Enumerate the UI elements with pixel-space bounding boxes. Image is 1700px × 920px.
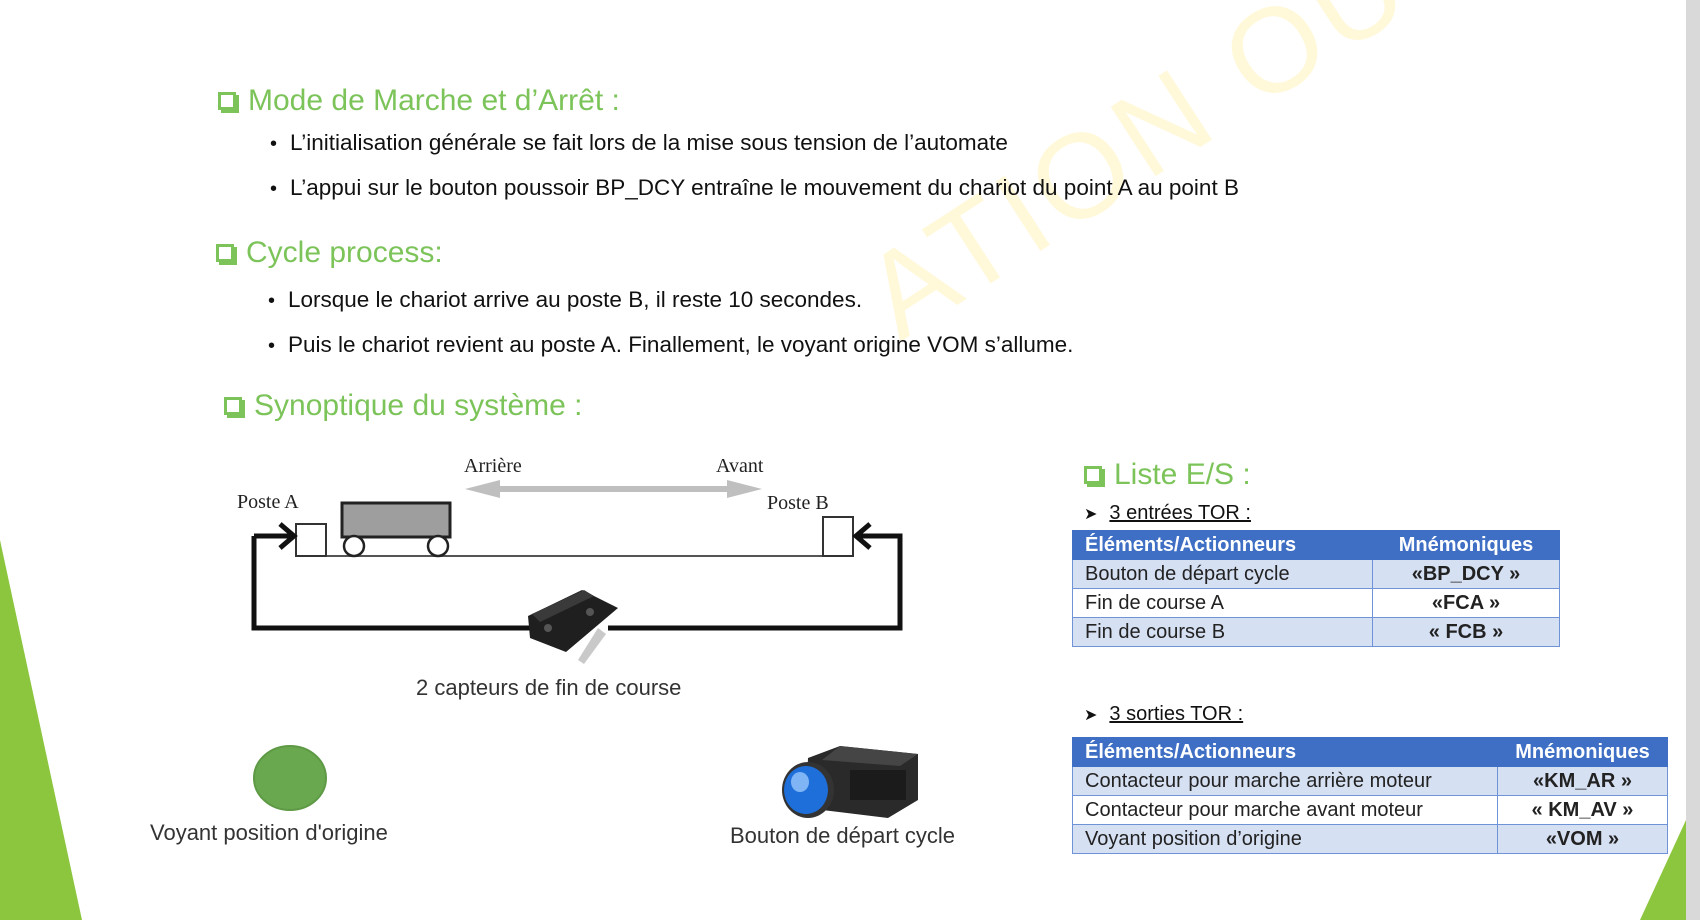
cell-element: Fin de course A	[1072, 588, 1373, 618]
label-avant: Avant	[716, 455, 764, 477]
caption-voyant: Voyant position d'origine	[150, 820, 388, 845]
bullet-dot-icon: •	[270, 133, 278, 155]
cell-mnemo: « KM_AV »	[1497, 795, 1668, 825]
cell-element: Contacteur pour marche arrière moteur	[1072, 766, 1498, 796]
right-green-wedge	[1640, 820, 1686, 920]
limit-switch-icon	[528, 590, 618, 664]
cell-element: Fin de course B	[1072, 617, 1373, 647]
sensor-wire	[251, 536, 530, 631]
cell-element: Voyant position d’origine	[1072, 824, 1498, 854]
cell-element: Bouton de départ cycle	[1072, 559, 1373, 589]
caption-bouton: Bouton de départ cycle	[730, 823, 956, 848]
bullet-mode-1: • L’initialisation générale se fait lors …	[270, 130, 1008, 156]
heading-synoptique: Synoptique du système :	[224, 389, 583, 423]
cell-mnemo: «BP_DCY »	[1372, 559, 1560, 589]
table-row: Bouton de départ cycle «BP_DCY »	[1072, 559, 1560, 589]
left-green-wedge	[0, 540, 82, 920]
bullet-dot-icon: •	[268, 290, 276, 312]
outputs-table: Éléments/Actionneurs Mnémoniques Contact…	[1072, 737, 1668, 854]
bullet-cycle-1: • Lorsque le chariot arrive au poste B, i…	[268, 287, 862, 313]
heading-synoptique-text: Synoptique du système :	[254, 389, 583, 422]
arrowhead-a-icon	[278, 522, 298, 550]
header-element: Éléments/Actionneurs	[1072, 530, 1373, 560]
inputs-table: Éléments/Actionneurs Mnémoniques Bouton …	[1072, 530, 1560, 647]
table-row: Fin de course B « FCB »	[1072, 617, 1560, 647]
bullet-text: L’appui sur le bouton poussoir BP_DCY en…	[290, 175, 1239, 200]
cell-element: Contacteur pour marche avant moteur	[1072, 795, 1498, 825]
cart	[340, 501, 452, 558]
header-mnemo: Mnémoniques	[1372, 530, 1560, 560]
arrow-bullet-icon: ➤	[1084, 706, 1098, 724]
heading-cycle-process: Cycle process:	[216, 236, 443, 270]
bullet-dot-icon: •	[268, 335, 276, 357]
header-mnemo: Mnémoniques	[1497, 737, 1668, 767]
label-poste-b: Poste B	[767, 492, 829, 514]
right-edge-shade	[1686, 0, 1700, 920]
arrow-bullet-icon: ➤	[1084, 505, 1098, 523]
label-arriere: Arrière	[464, 455, 522, 477]
end-stop-b	[822, 516, 854, 557]
header-element: Éléments/Actionneurs	[1072, 737, 1498, 767]
checkbox-bullet-icon	[224, 397, 245, 418]
table-row: Contacteur pour marche arrière moteur «K…	[1072, 766, 1668, 796]
checkbox-bullet-icon	[1084, 466, 1105, 487]
label-poste-a: Poste A	[237, 491, 299, 513]
cell-mnemo: «VOM »	[1497, 824, 1668, 854]
heading-liste-text: Liste E/S :	[1114, 458, 1251, 491]
cell-mnemo: « FCB »	[1372, 617, 1560, 647]
table-header-row: Éléments/Actionneurs Mnémoniques	[1072, 737, 1668, 767]
bullet-dot-icon: •	[270, 178, 278, 200]
cell-mnemo: «FCA »	[1372, 588, 1560, 618]
bullet-cycle-2: • Puis le chariot revient au poste A. Fin…	[268, 332, 1073, 358]
subheading-outputs: ➤ 3 sorties TOR :	[1084, 703, 1243, 726]
cell-mnemo: «KM_AR »	[1497, 766, 1668, 796]
arrowhead-b-icon	[852, 522, 872, 550]
bullet-text: L’initialisation générale se fait lors d…	[290, 130, 1008, 155]
heading-mode-marche: Mode de Marche et d’Arrêt :	[218, 84, 620, 118]
subheading-inputs: ➤ 3 entrées TOR :	[1084, 502, 1251, 525]
table-row: Contacteur pour marche avant moteur « KM…	[1072, 795, 1668, 825]
green-lamp-icon	[253, 745, 327, 811]
heading-cycle-text: Cycle process:	[246, 236, 443, 269]
table-header-row: Éléments/Actionneurs Mnémoniques	[1072, 530, 1560, 560]
table-row: Voyant position d’origine «VOM »	[1072, 824, 1668, 854]
bullet-text: Lorsque le chariot arrive au poste B, il…	[288, 287, 863, 312]
heading-liste-es: Liste E/S :	[1084, 458, 1251, 492]
inputs-title: 3 entrées TOR :	[1109, 502, 1251, 524]
push-button-icon	[782, 746, 918, 818]
checkbox-bullet-icon	[216, 244, 237, 265]
caption-capteurs: 2 capteurs de fin de course	[416, 675, 682, 700]
bullet-mode-2: • L’appui sur le bouton poussoir BP_DCY e…	[270, 175, 1239, 201]
checkbox-bullet-icon	[218, 92, 239, 113]
sensor-wire-right	[608, 533, 903, 631]
table-row: Fin de course A «FCA »	[1072, 588, 1560, 618]
bullet-text: Puis le chariot revient au poste A. Fina…	[288, 332, 1074, 357]
outputs-title: 3 sorties TOR :	[1109, 703, 1244, 725]
heading-mode-text: Mode de Marche et d’Arrêt :	[248, 84, 620, 117]
direction-double-arrow	[465, 480, 762, 498]
end-stop-a	[295, 523, 327, 557]
